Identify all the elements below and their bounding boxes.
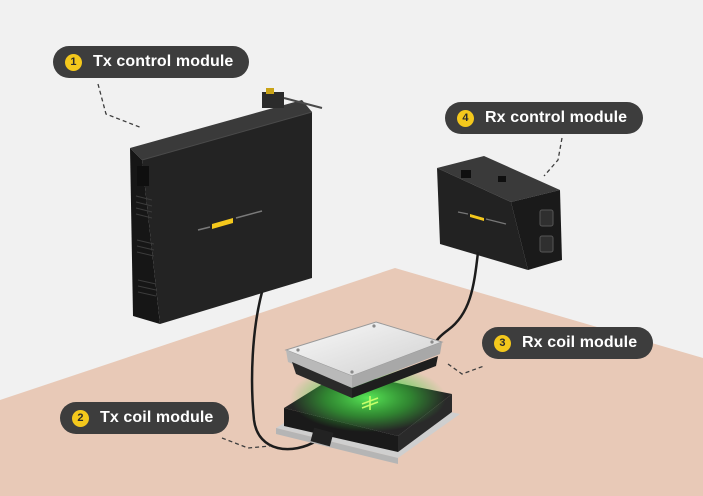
label-rx-coil-module: 3 Rx coil module [482,327,654,359]
badge-number: 3 [494,334,511,352]
tx-cable [250,291,319,451]
label-tx-coil-module: 2 Tx coil module [60,402,230,434]
label-text: Rx coil module [522,334,638,351]
tx-control-module-device [130,88,323,324]
label-rx-control-module: 4 Rx control module [445,102,644,134]
leader-line-2 [221,437,271,449]
label-text: Tx control module [93,53,234,70]
leader-line-1 [97,83,143,129]
badge-number: 4 [457,109,474,127]
label-tx-control-module: 1 Tx control module [53,46,250,78]
rx-control-module-device [437,156,562,270]
label-text: Rx control module [485,109,628,126]
rx-coil-module-device [284,321,444,398]
leader-line-4 [543,137,563,177]
label-text: Tx coil module [100,409,214,426]
badge-number: 2 [72,409,89,427]
badge-number: 1 [65,53,82,71]
leader-line-3 [447,363,485,375]
